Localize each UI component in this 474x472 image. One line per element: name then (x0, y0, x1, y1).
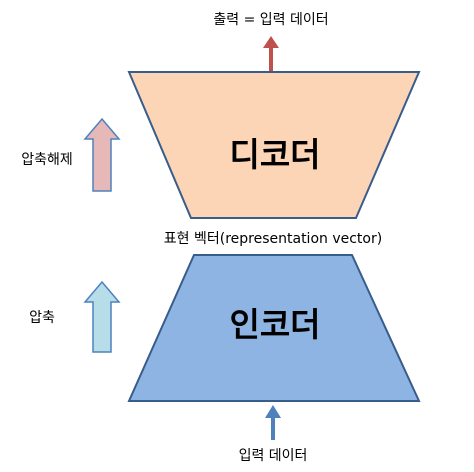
decompress-label: 압축해제 (21, 152, 73, 168)
input-label: 입력 데이터 (239, 448, 308, 464)
representation-vector-label: 표현 벡터(representation vector) (164, 231, 382, 247)
encoder-shape (127, 254, 421, 402)
input-arrow (265, 405, 281, 440)
compress-arrow (83, 280, 121, 353)
decompress-arrow (83, 117, 121, 192)
decoder-shape (127, 71, 421, 219)
output-arrow (263, 36, 279, 72)
compress-label: 압축 (29, 310, 55, 326)
encoder-label: 인코더 (229, 305, 320, 344)
output-label: 출력 = 입력 데이터 (213, 12, 328, 28)
decoder-label: 디코더 (229, 135, 320, 174)
